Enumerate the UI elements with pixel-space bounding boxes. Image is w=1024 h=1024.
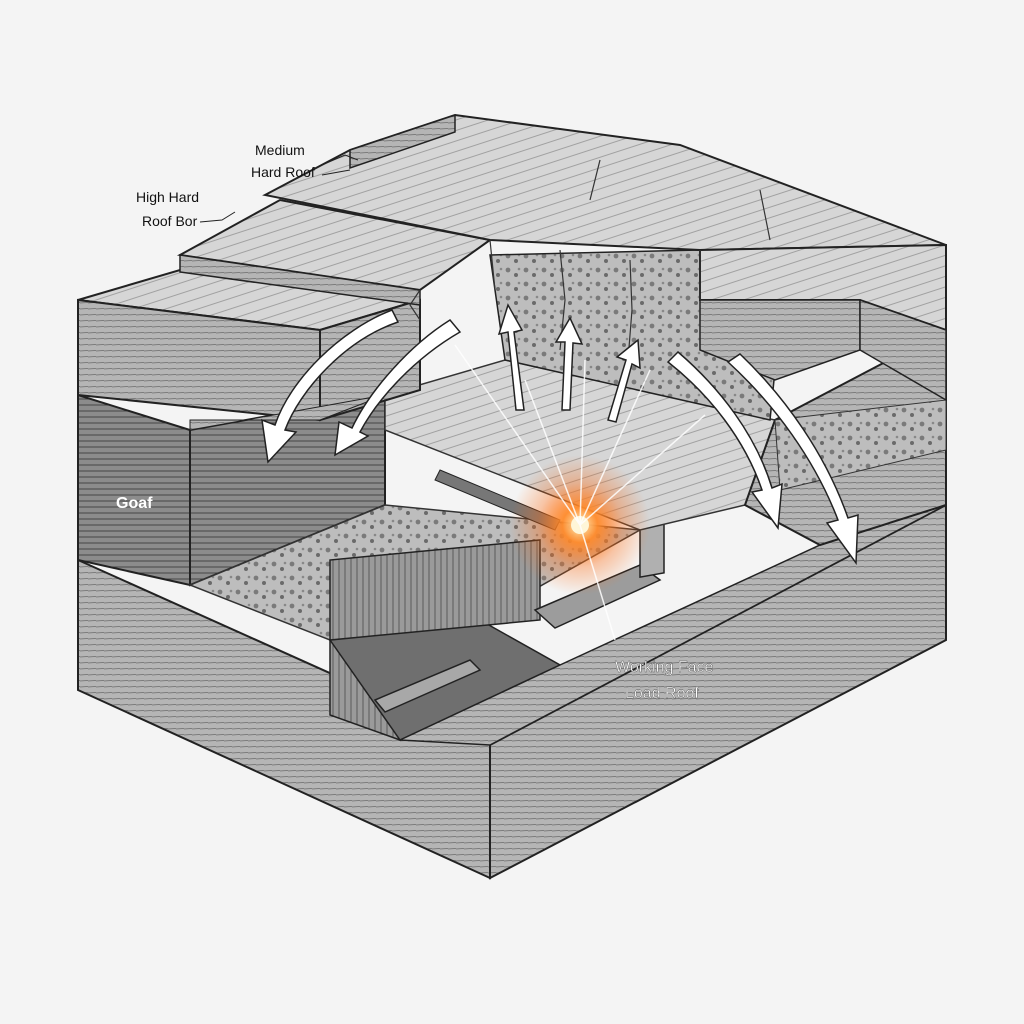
label-leaders [199, 154, 359, 223]
label-load-roof: Load Roof [625, 685, 699, 702]
curved-subsidence-arrow-left-1 [261, 309, 400, 464]
slab-left-side [319, 298, 421, 422]
label-working-face: Working Face [615, 659, 714, 676]
label-medium-hard-roof-1: Medium [255, 142, 305, 158]
stress-rays [454, 344, 706, 641]
label-goaf: Goaf [116, 495, 153, 512]
slab-back-edge [349, 113, 456, 170]
goaf-left-face [77, 393, 191, 587]
label-high-hard-roof-2: Roof Bor [142, 213, 198, 229]
slab-mid-front [179, 254, 421, 306]
upward-stress-arrow [554, 316, 584, 411]
upward-stress-arrow [497, 303, 525, 411]
curved-subsidence-arrow-left-2 [334, 319, 462, 457]
curved-subsidence-arrow-right-1 [666, 350, 783, 531]
curved-subsidence-arrow-right-2 [726, 353, 859, 566]
slab-right-face [859, 298, 947, 402]
longwall-equipment [373, 469, 665, 713]
upward-stress-arrow [607, 338, 641, 423]
label-high-hard-roof-1: High Hard [136, 189, 199, 205]
label-medium-hard-roof-2: Hard Roof [251, 164, 315, 180]
